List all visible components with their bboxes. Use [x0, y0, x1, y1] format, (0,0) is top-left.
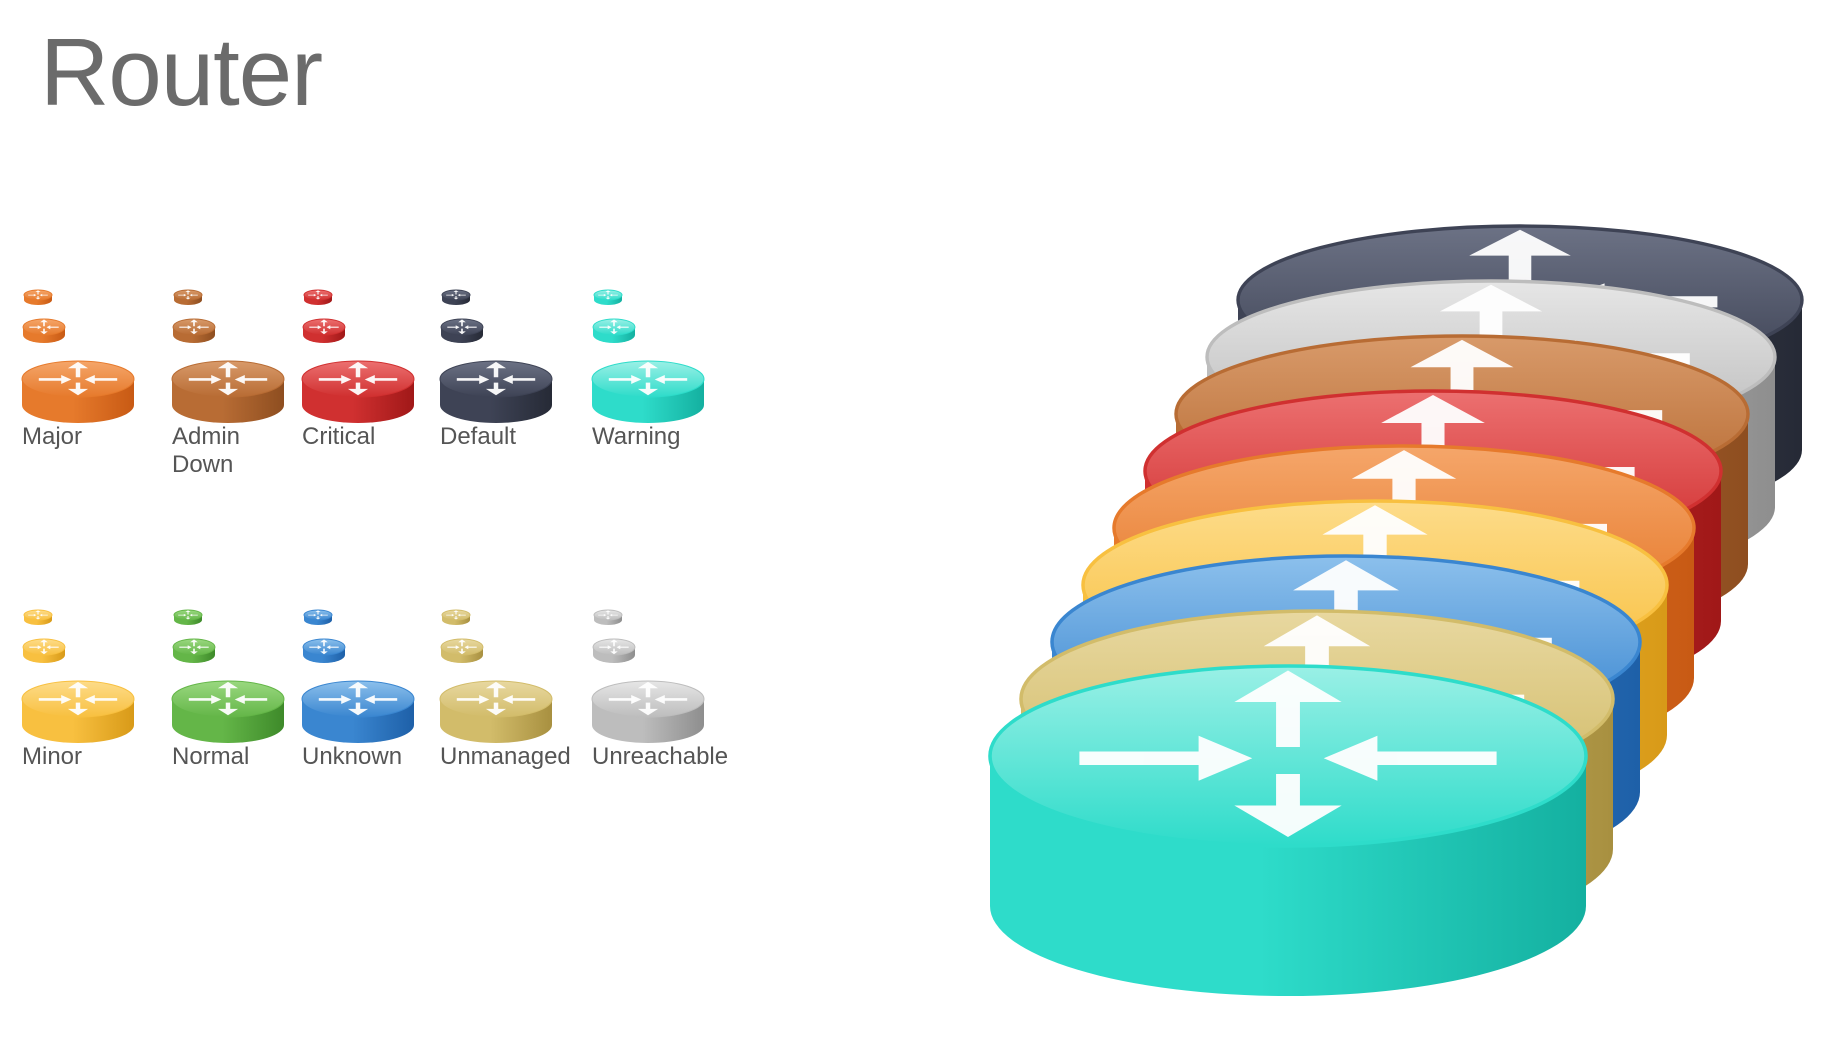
- router-arrows-icon: [179, 319, 209, 335]
- router-large-icon: [171, 360, 285, 423]
- status-icon-normal: Normal: [171, 605, 322, 805]
- status-label: Critical: [302, 423, 376, 450]
- router-unmanaged-icon: [439, 609, 553, 743]
- router-small-icon: [592, 638, 636, 663]
- status-icon-major: Major: [21, 285, 172, 485]
- status-icon-unreachable: Unreachable: [591, 605, 742, 805]
- router-arrows-icon: [38, 681, 118, 716]
- router-tiny-icon: [593, 609, 623, 625]
- router-large-icon: [301, 360, 415, 423]
- router-arrows-icon: [599, 639, 629, 655]
- router-large-icon: [439, 360, 553, 423]
- router-arrows-icon: [447, 319, 477, 335]
- router-arrows-icon: [608, 361, 688, 396]
- router-small-icon: [440, 638, 484, 663]
- router-warning-icon: [591, 289, 705, 423]
- router-stack-graphic: [988, 224, 1804, 996]
- router-admin-down-icon: [171, 289, 285, 423]
- router-tiny-icon: [303, 609, 333, 625]
- page-title: Router: [40, 19, 323, 126]
- router-large-icon: [301, 680, 415, 743]
- router-arrows-icon: [29, 639, 59, 655]
- router-unknown-icon: [301, 609, 415, 743]
- status-label: Admin Down: [172, 423, 241, 478]
- router-small-icon: [172, 638, 216, 663]
- router-large-icon: [171, 680, 285, 743]
- router-tiny-icon: [173, 609, 203, 625]
- router-arrows-icon: [178, 610, 198, 620]
- router-arrows-icon: [318, 361, 398, 396]
- status-label: Minor: [22, 743, 83, 770]
- status-icon-critical: Critical: [301, 285, 452, 485]
- router-arrows-icon: [456, 681, 536, 716]
- router-large-icon: [591, 680, 705, 743]
- router-small-icon: [172, 318, 216, 343]
- router-arrows-icon: [188, 361, 268, 396]
- status-icon-minor: Minor: [21, 605, 172, 805]
- router-status-legend: Major Admin Down: [0, 0, 760, 820]
- router-arrows-icon: [309, 319, 339, 335]
- router-arrows-icon: [178, 290, 198, 300]
- router-small-icon: [440, 318, 484, 343]
- router-tiny-icon: [23, 289, 53, 305]
- router-arrows-icon: [188, 681, 268, 716]
- router-minor-icon: [21, 609, 135, 743]
- router-small-icon: [302, 318, 346, 343]
- router-critical-icon: [301, 289, 415, 423]
- stack-router-warning: [988, 664, 1588, 996]
- router-color-stack: [900, 224, 1838, 1052]
- router-arrows-icon: [29, 319, 59, 335]
- status-label: Unreachable: [592, 743, 729, 770]
- status-label: Default: [440, 423, 517, 450]
- router-small-icon: [592, 318, 636, 343]
- router-arrows-icon: [598, 610, 618, 620]
- router-arrows-icon: [598, 290, 618, 300]
- router-small-icon: [22, 318, 66, 343]
- router-tiny-icon: [303, 289, 333, 305]
- router-major-icon: [21, 289, 135, 423]
- router-small-icon: [22, 638, 66, 663]
- router-tiny-icon: [23, 609, 53, 625]
- status-label: Normal: [172, 743, 250, 770]
- router-arrows-icon: [38, 361, 118, 396]
- router-arrows-icon: [599, 319, 629, 335]
- router-large-icon: [21, 680, 135, 743]
- router-large-icon: [591, 360, 705, 423]
- router-large-icon: [439, 680, 553, 743]
- status-label: Unmanaged: [440, 743, 571, 770]
- status-label: Major: [22, 423, 83, 450]
- status-icon-unknown: Unknown: [301, 605, 452, 805]
- router-arrows-icon: [318, 681, 398, 716]
- router-tiny-icon: [173, 289, 203, 305]
- router-normal-icon: [171, 609, 285, 743]
- router-arrows-icon: [447, 639, 477, 655]
- router-arrows-icon: [309, 639, 339, 655]
- router-tiny-icon: [441, 609, 471, 625]
- router-small-icon: [302, 638, 346, 663]
- status-label: Unknown: [302, 743, 403, 770]
- status-label: Warning: [592, 423, 681, 450]
- router-large-icon: [21, 360, 135, 423]
- status-icon-warning: Warning: [591, 285, 742, 485]
- router-default-icon: [439, 289, 553, 423]
- status-icon-admin-down: Admin Down: [171, 285, 322, 485]
- router-tiny-icon: [593, 289, 623, 305]
- router-arrows-icon: [608, 681, 688, 716]
- status-icon-default: Default: [439, 285, 590, 485]
- router-arrows-icon: [179, 639, 209, 655]
- router-tiny-icon: [441, 289, 471, 305]
- status-icon-unmanaged: Unmanaged: [439, 605, 590, 805]
- router-unreachable-icon: [591, 609, 705, 743]
- router-arrows-icon: [456, 361, 536, 396]
